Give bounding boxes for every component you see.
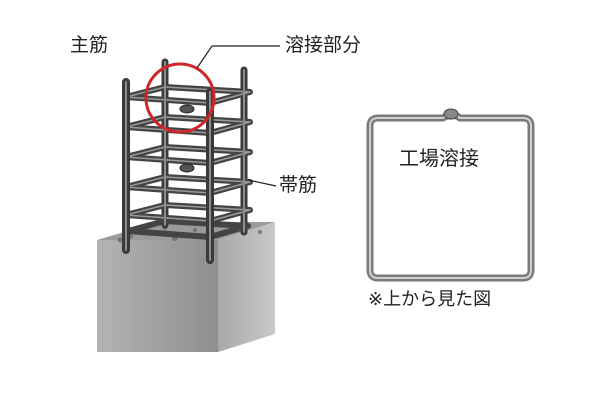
main-bars-front [122, 61, 245, 264]
hoop-top-view [366, 108, 535, 282]
weld-points [179, 104, 195, 173]
leader-lines [196, 45, 280, 187]
factory-weld-label: 工場溶接 [399, 146, 479, 170]
top-view-note: ※上から見た図 [368, 289, 492, 310]
welded-part-label: 溶接部分 [285, 34, 362, 56]
weld-highlight-circle [144, 62, 216, 134]
main-bar-label: 主筋 [70, 34, 109, 56]
hoop-label: 帯筋 [279, 174, 318, 196]
factory-weld-point [443, 108, 459, 120]
